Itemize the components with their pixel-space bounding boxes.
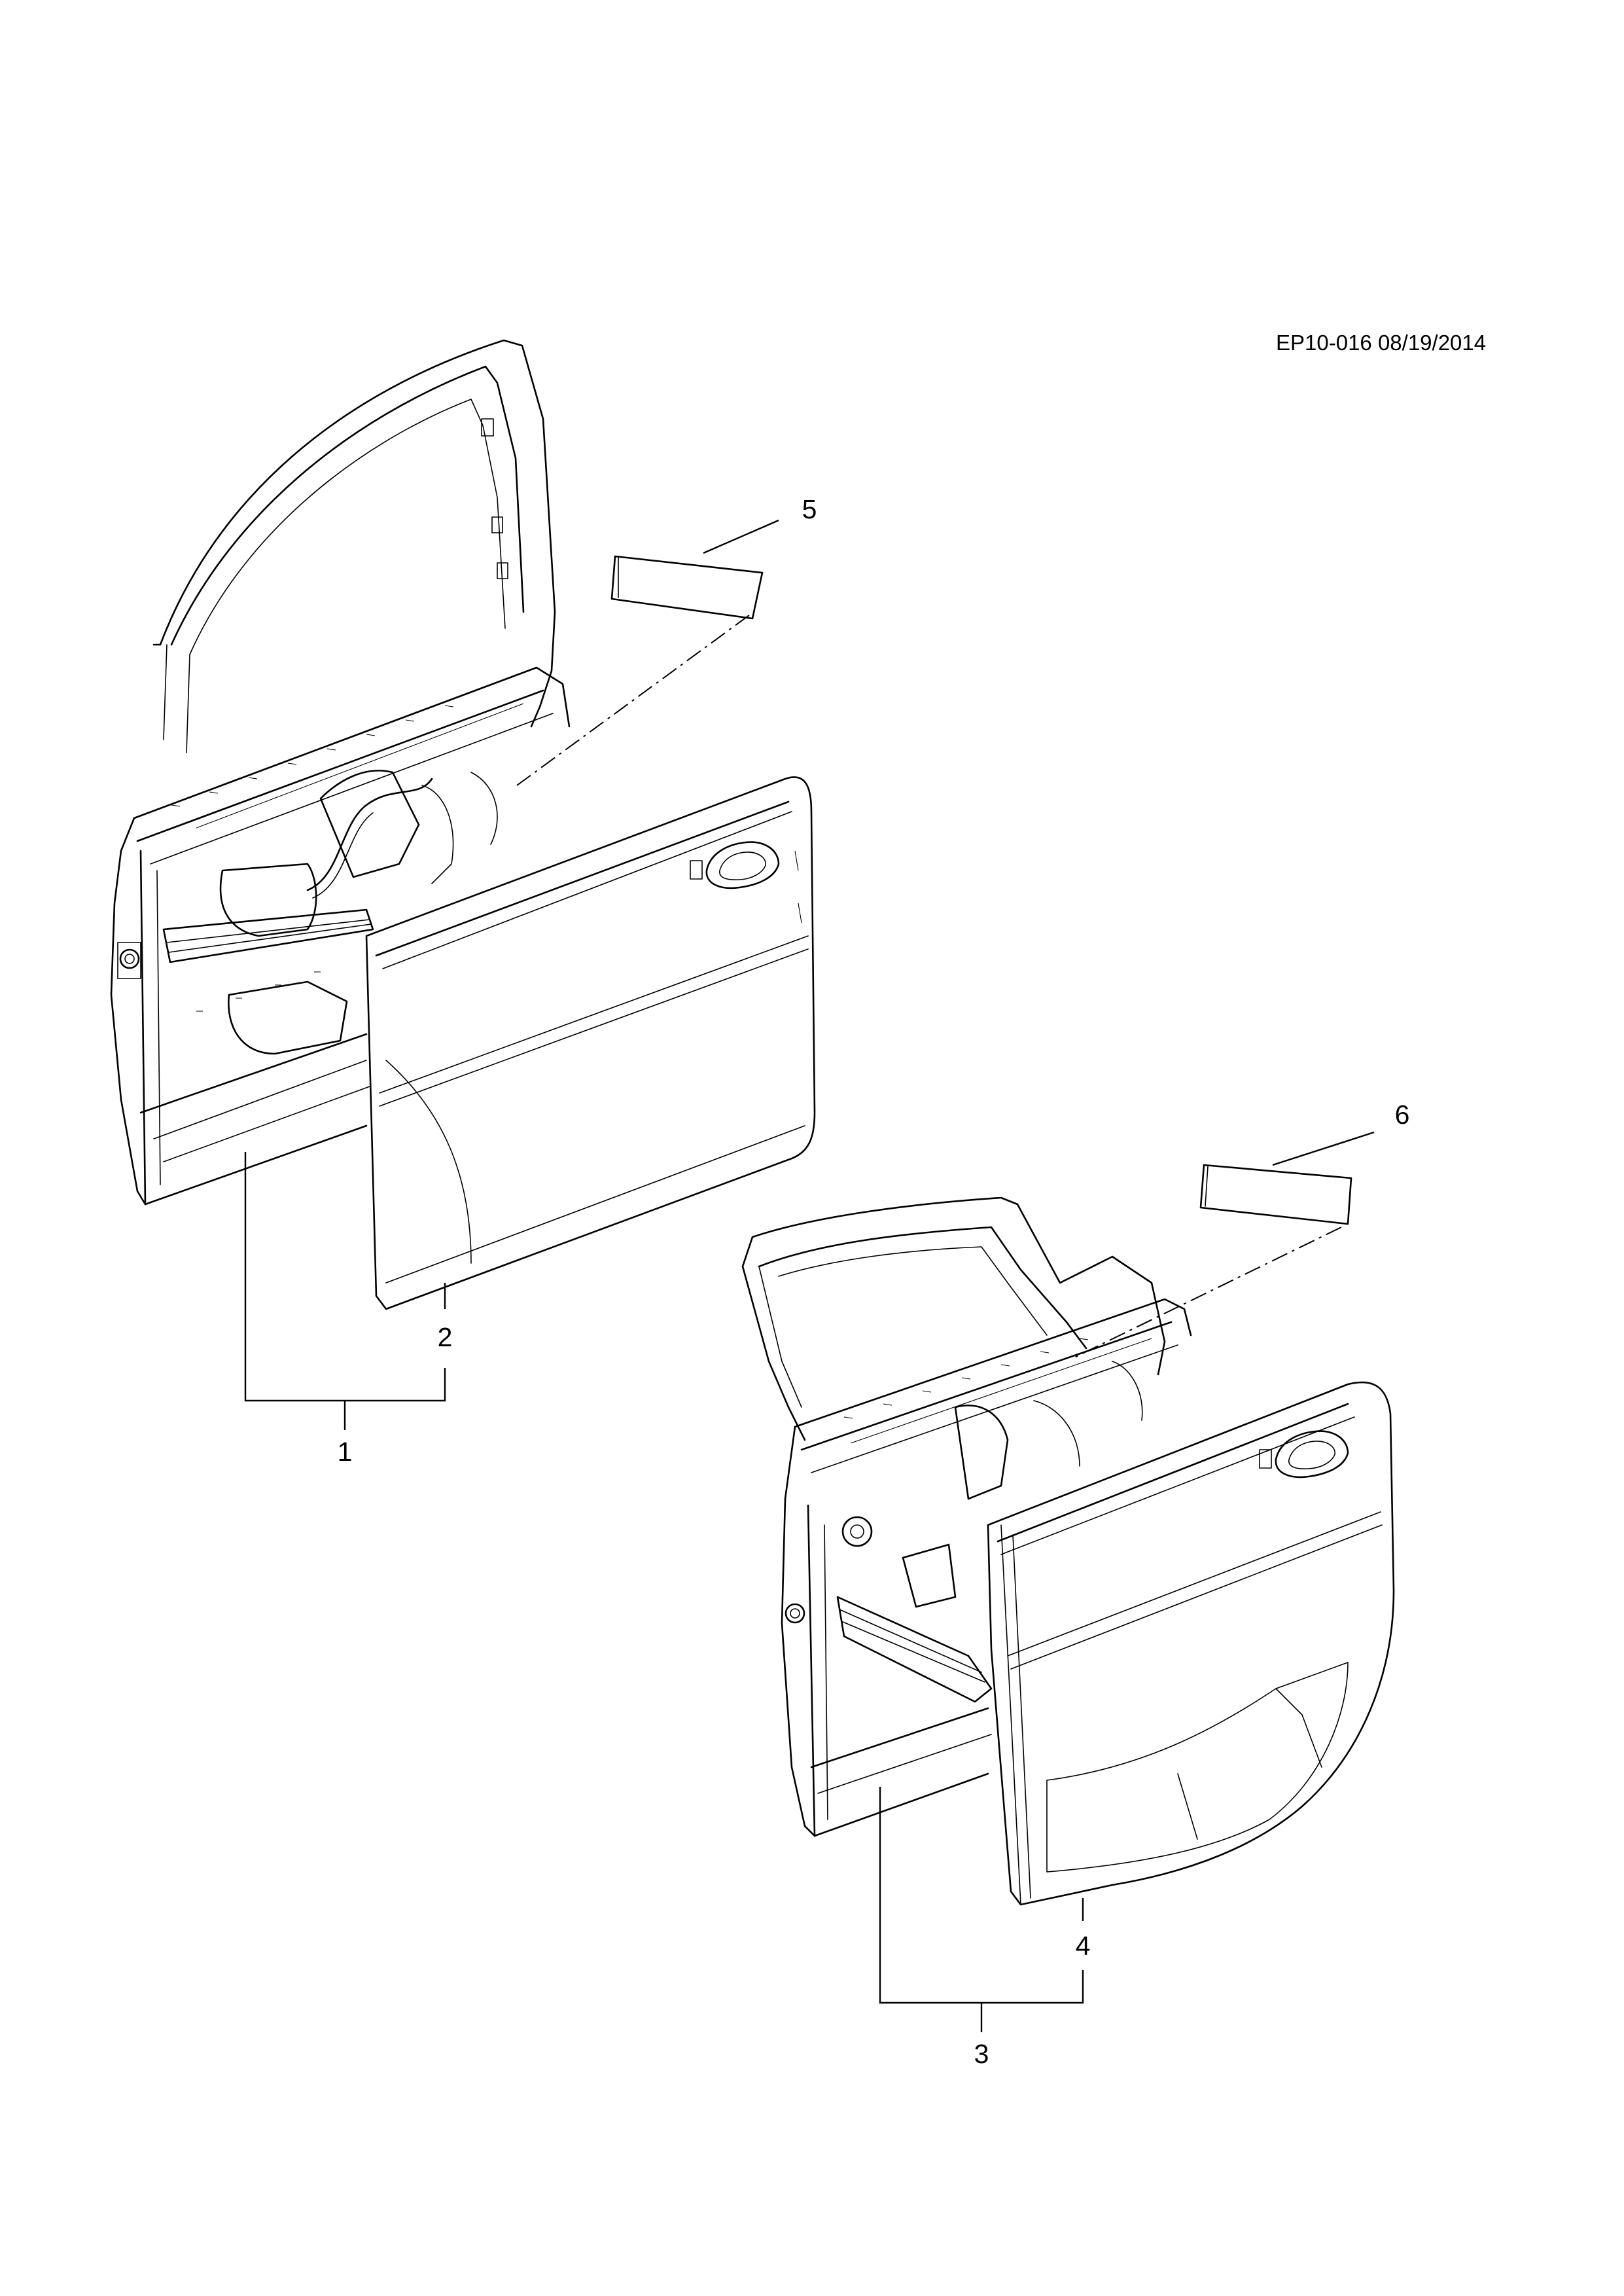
label-part-6 <box>1199 1164 1352 1225</box>
drawing-id-stamp: EP10-016 08/19/2014 <box>1276 331 1487 355</box>
callout-6: 6 <box>1394 1100 1410 1130</box>
label-part-5 <box>610 555 764 620</box>
label-6-position-line <box>1072 1227 1342 1359</box>
front-door-frame <box>110 339 571 1206</box>
callout-4: 4 <box>1075 1931 1091 1961</box>
callout-1: 1 <box>337 1437 353 1467</box>
callout-leaders <box>244 519 1375 2032</box>
callout-2: 2 <box>437 1322 453 1352</box>
rear-door-frame <box>741 1196 1192 1837</box>
label-5-position-line <box>516 615 750 786</box>
rear-door-outer-panel <box>987 1381 1395 1906</box>
front-door-outer-panel <box>365 776 816 1310</box>
callout-5: 5 <box>802 494 817 524</box>
callout-3: 3 <box>974 2039 989 2069</box>
